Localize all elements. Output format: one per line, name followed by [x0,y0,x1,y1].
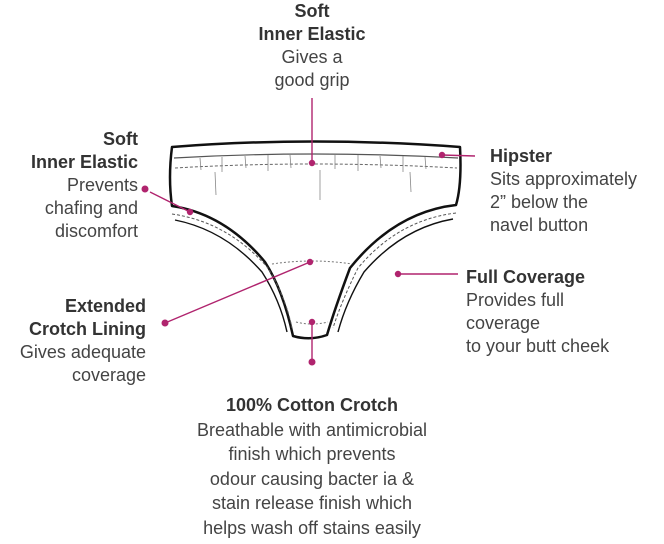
right-leg-band [337,218,454,333]
callout-title: Full Coverage [466,266,662,289]
callout-crotch-lining: Extended Crotch Lining Gives adequate co… [0,295,146,387]
desc-line: discomfort [54,221,138,241]
callout-hipster: Hipster Sits approximately 2” below the … [490,145,662,237]
callout-description: Provides full coverage to your butt chee… [466,289,662,358]
callout-description: Gives a good grip [222,46,402,92]
left-leg-stitch [171,213,293,329]
desc-line: odour causing bacter ia & [209,468,415,489]
callout-top-elastic: Soft Inner Elastic Gives a good grip [222,0,402,92]
desc-line: helps wash off stains easily [203,517,421,538]
callout-description: Sits approximately 2” below the navel bu… [490,168,662,237]
right-leg-stitch [332,212,457,329]
desc-line: good grip [274,70,350,90]
title-line: Hipster [490,146,553,166]
desc-line: Sits approximately [490,169,638,189]
callout-title: 100% Cotton Crotch [142,393,482,418]
desc-line: coverage [466,313,541,333]
title-line: Crotch Lining [29,319,146,339]
desc-line: Breathable with antimicrobial [196,419,428,440]
garment-outline [168,140,462,340]
desc-line: coverage [71,365,146,385]
desc-line: to your butt cheek [466,336,610,356]
desc-line: Gives a [281,47,343,67]
desc-line: navel button [490,215,589,235]
callout-title: Extended Crotch Lining [0,295,146,341]
title-line: Full Coverage [466,267,586,287]
callout-title: Soft Inner Elastic [222,0,402,46]
desc-line: Provides full [466,290,565,310]
callout-cotton-crotch: 100% Cotton Crotch Breathable with antim… [142,393,482,540]
desc-line: Prevents [66,175,138,195]
left-leg-band [174,219,288,333]
title-line: Inner Elastic [30,152,138,172]
callout-description: Prevents chafing and discomfort [0,174,138,243]
callout-left-elastic: Soft Inner Elastic Prevents chafing and … [0,128,138,243]
title-line: 100% Cotton Crotch [225,395,398,415]
title-line: Soft [103,129,138,149]
desc-line: 2” below the [490,192,589,212]
callout-leaders [141,98,476,366]
desc-line: Gives adequate [19,342,146,362]
title-line: Soft [294,1,330,21]
callout-description: Breathable with antimicrobial finish whi… [142,418,482,541]
waistband-seam [173,153,459,159]
title-line: Inner Elastic [258,24,366,44]
desc-line: stain release finish which [211,493,413,513]
desc-line: finish which prevents [228,444,396,464]
title-line: Extended [64,296,146,316]
elastic-gathers [199,154,427,200]
waistband-inner-edge [174,163,458,169]
callout-title: Hipster [490,145,662,168]
callout-title: Soft Inner Elastic [0,128,138,174]
desc-line: chafing and [44,198,138,218]
callout-description: Gives adequate coverage [0,341,146,387]
callout-full-coverage: Full Coverage Provides full coverage to … [466,266,662,358]
